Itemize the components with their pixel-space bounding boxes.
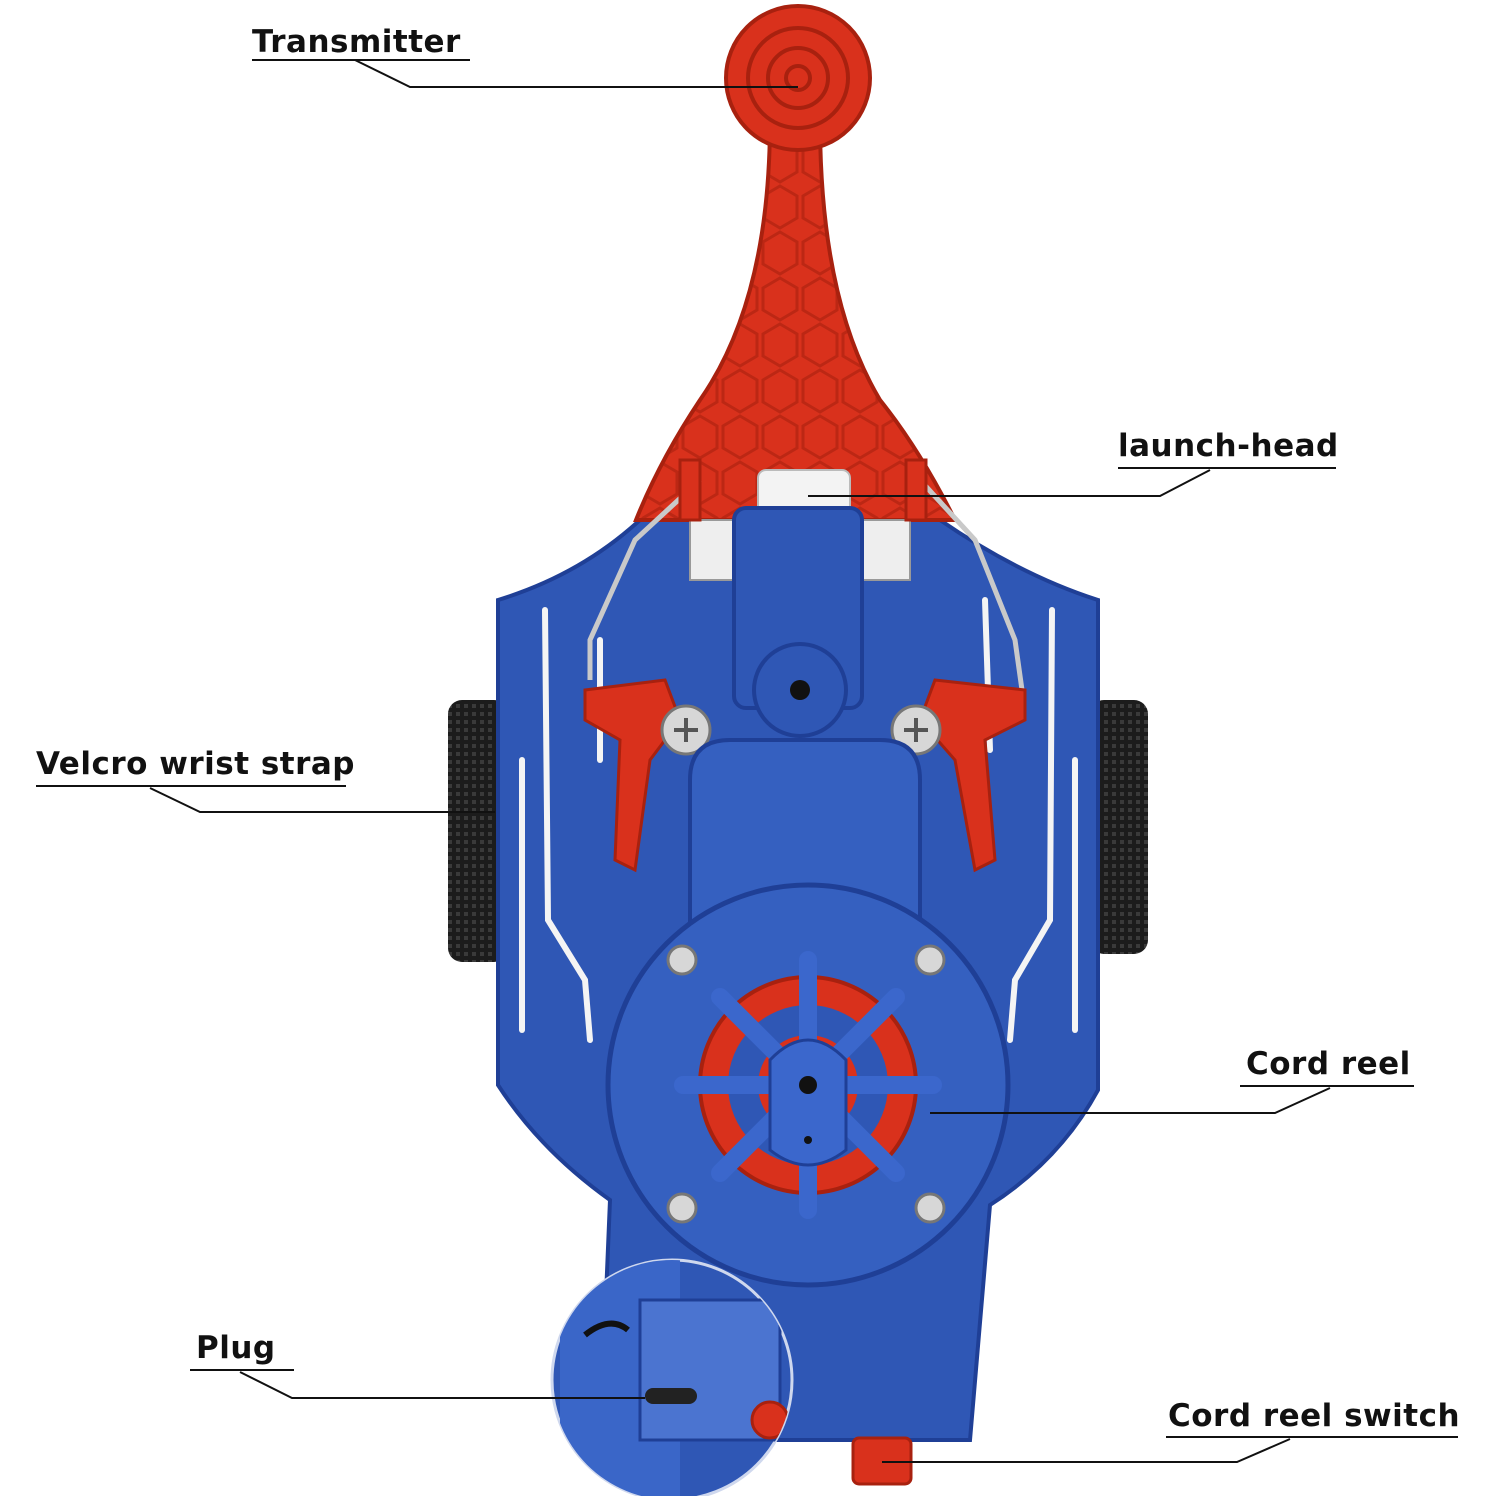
plug-label: Plug xyxy=(196,1330,276,1366)
plug-inset xyxy=(550,1258,794,1501)
launch-head-label: launch-head xyxy=(1118,428,1339,464)
velcro-strap-right xyxy=(1090,700,1148,954)
velcro-strap-left xyxy=(448,700,508,962)
transmitter-label: Transmitter xyxy=(252,24,461,60)
trigger-wire xyxy=(587,478,1025,691)
transmitter-blade xyxy=(633,4,959,522)
leader-lines xyxy=(36,59,1458,1463)
velcro-wrist-strap-label: Velcro wrist strap xyxy=(36,746,355,782)
cord-reel-switch-label: Cord reel switch xyxy=(1168,1398,1461,1434)
cord-reel-housing xyxy=(605,882,1011,1288)
cord-reel-label: Cord reel xyxy=(1246,1046,1411,1082)
red-clips xyxy=(583,458,1027,873)
clip-screws xyxy=(660,704,942,756)
